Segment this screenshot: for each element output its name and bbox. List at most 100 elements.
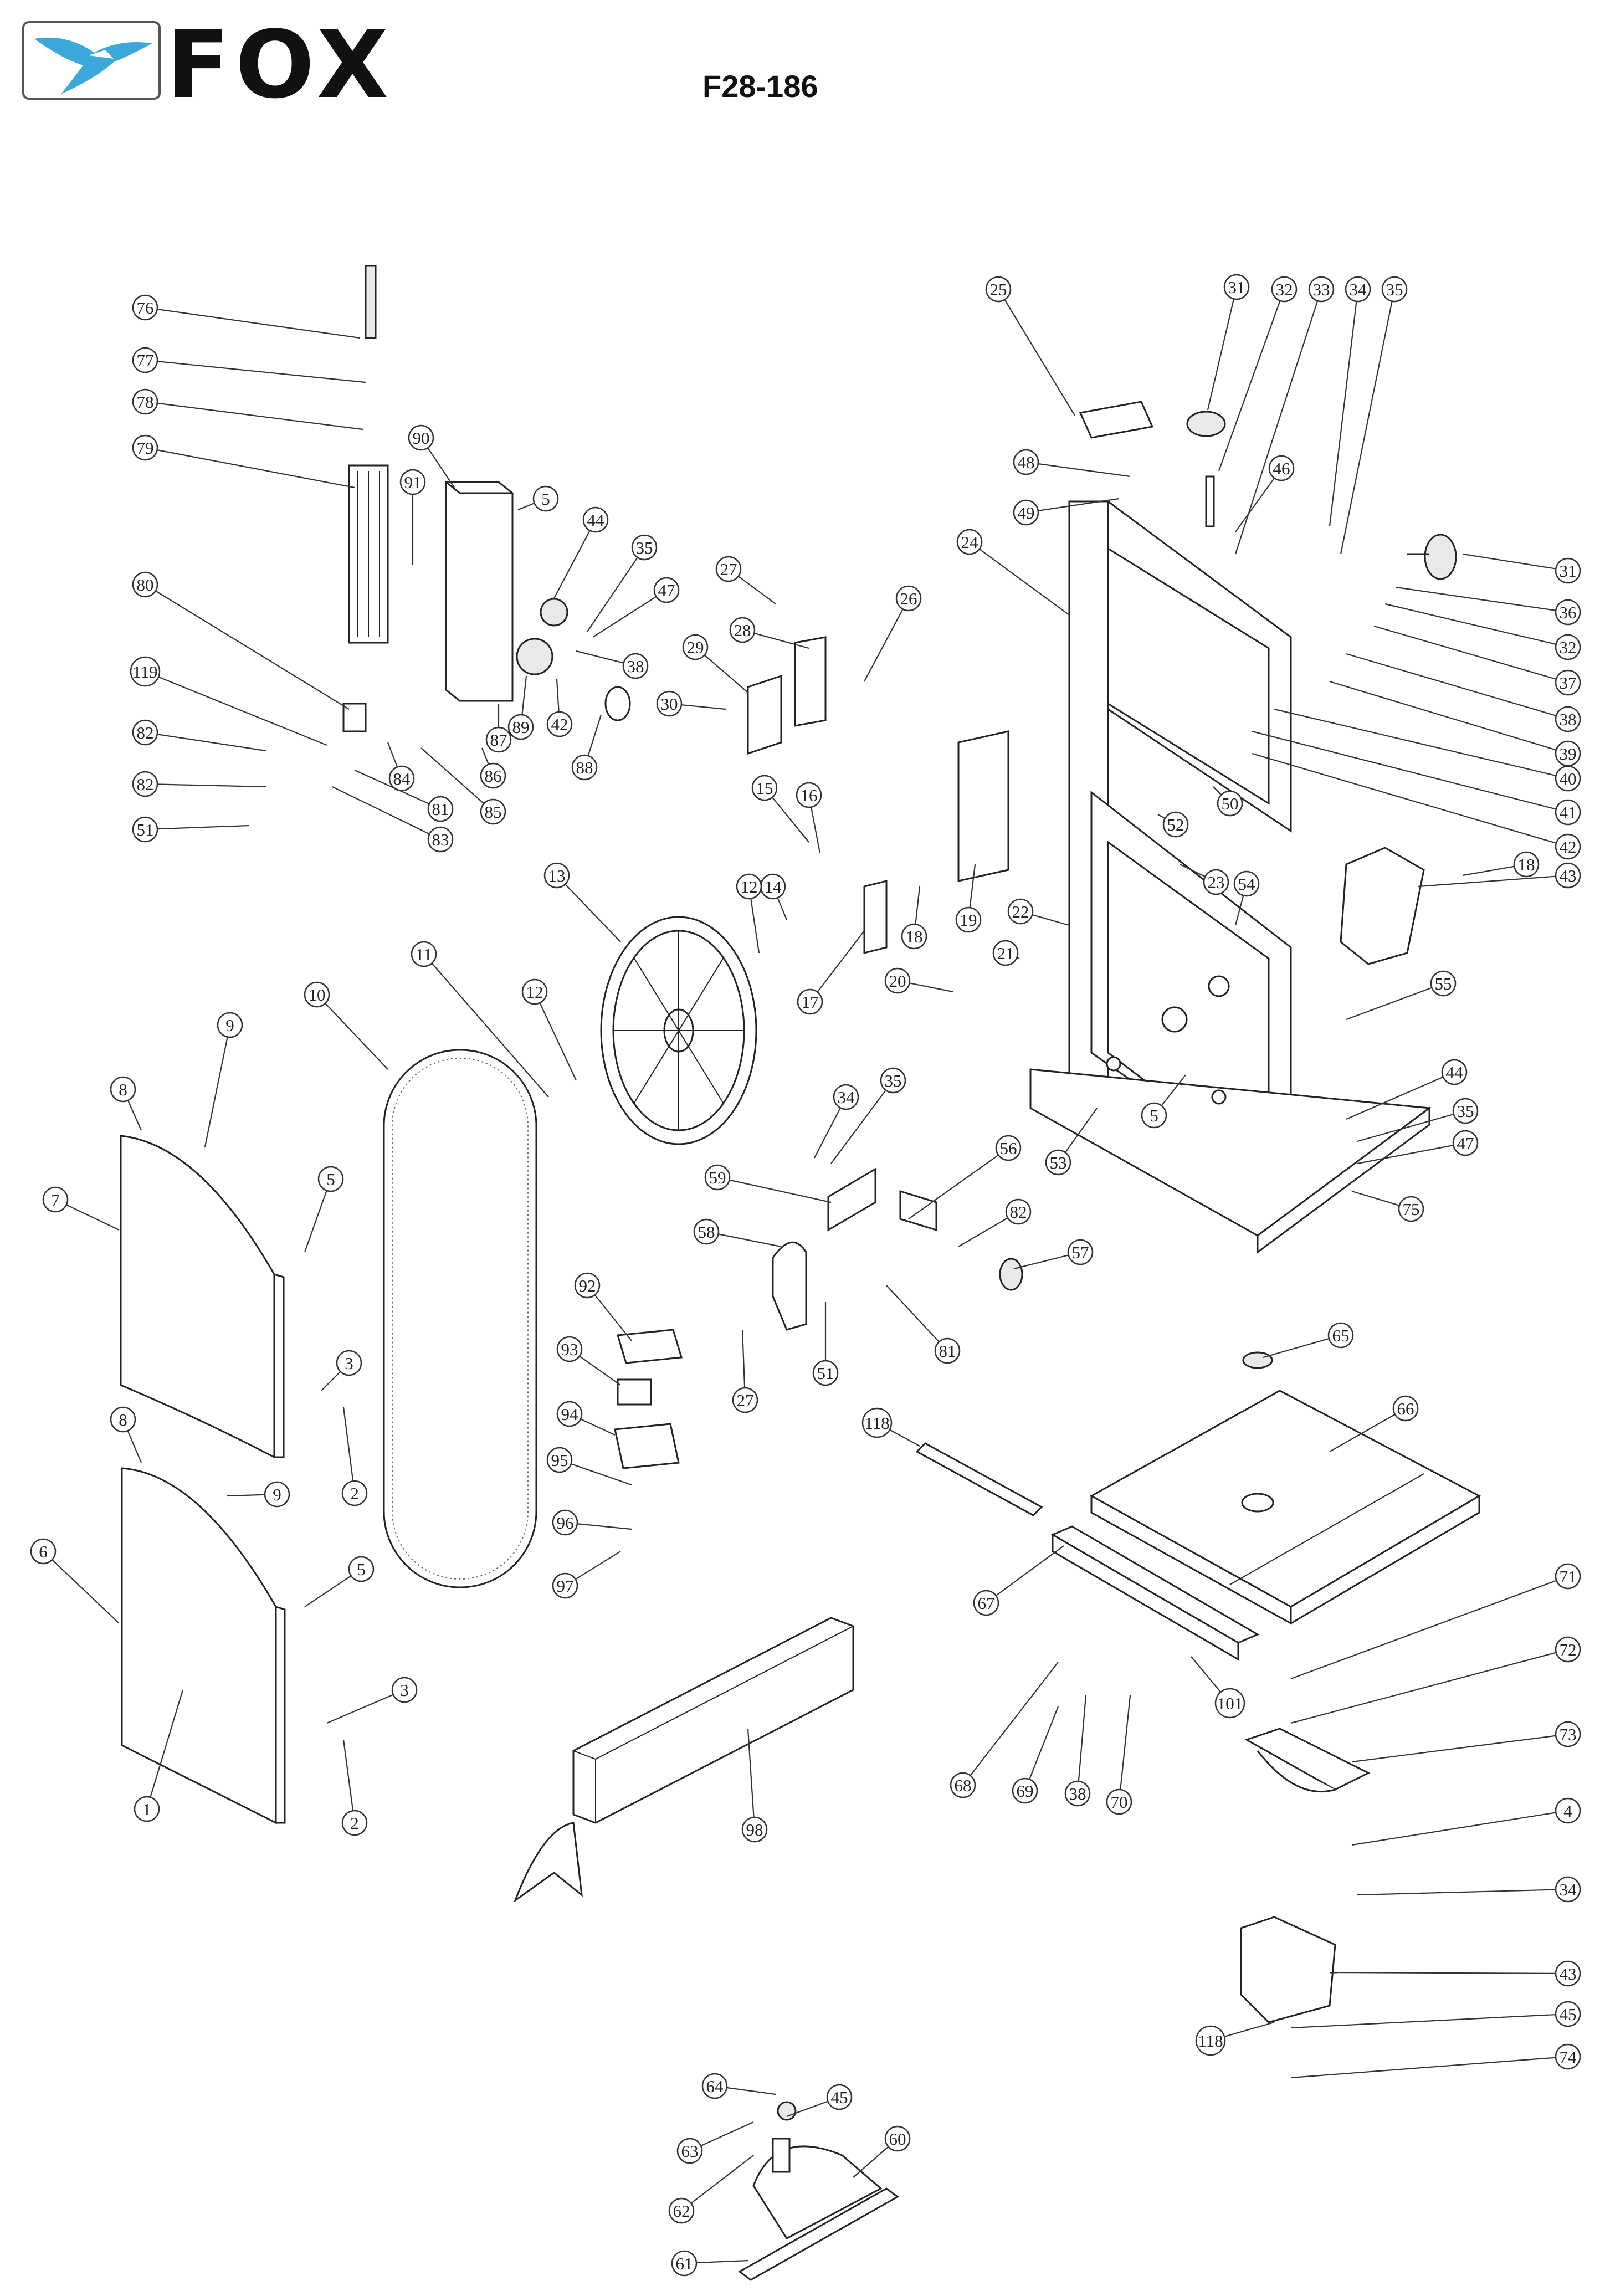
callout-number: 86 xyxy=(485,766,502,786)
callout-number: 41 xyxy=(1560,803,1577,822)
callout-47: 47 xyxy=(592,577,680,638)
callout-5: 5 xyxy=(304,1166,344,1253)
leader-line xyxy=(1263,1334,1341,1359)
callout-circle xyxy=(1555,765,1581,792)
callout-circle xyxy=(1381,276,1408,303)
callout-number: 17 xyxy=(802,992,819,1012)
leader-line xyxy=(1076,1695,1087,1794)
callout-34: 34 xyxy=(814,1084,859,1159)
callout-circle xyxy=(552,1509,578,1536)
callout-number: 19 xyxy=(960,910,977,930)
callout-2: 2 xyxy=(341,1739,368,1836)
callout-87: 87 xyxy=(485,704,512,753)
callout-circle xyxy=(833,1084,859,1110)
callout-number: 34 xyxy=(838,1088,855,1107)
callout-28: 28 xyxy=(729,617,809,649)
callout-18: 18 xyxy=(1462,851,1540,878)
callout-10: 10 xyxy=(304,981,388,1070)
callout-36: 36 xyxy=(1396,586,1581,626)
callout-circle xyxy=(42,1186,69,1213)
callout-number: 42 xyxy=(1560,837,1577,857)
callout-number: 45 xyxy=(1560,2005,1577,2024)
callout-circle xyxy=(217,1012,243,1038)
callout-80: 80 xyxy=(132,571,350,710)
callout-circle xyxy=(1555,599,1581,626)
callout-circle xyxy=(1555,2043,1581,2070)
leader-line xyxy=(342,1407,356,1494)
callout-8: 8 xyxy=(110,1406,142,1463)
callout-number: 18 xyxy=(906,927,923,946)
callout-circle xyxy=(668,2197,695,2224)
callout-92: 92 xyxy=(574,1272,632,1341)
leader-line xyxy=(145,731,266,752)
callout-27: 27 xyxy=(715,556,776,604)
callout-number: 35 xyxy=(1457,1101,1474,1121)
callout-circle xyxy=(1308,276,1335,303)
callout-number: 44 xyxy=(1446,1063,1464,1082)
callout-circle xyxy=(1452,1098,1479,1124)
callout-circle xyxy=(631,534,658,561)
callout-circle xyxy=(546,711,573,737)
callout-number: 30 xyxy=(661,694,678,714)
leader-line xyxy=(316,994,388,1070)
leader-line xyxy=(145,447,355,489)
callout-number: 49 xyxy=(1018,503,1035,522)
callout-24: 24 xyxy=(956,529,1070,616)
callout-number: 68 xyxy=(955,1776,972,1795)
callout-circle xyxy=(826,2084,853,2110)
callout-number: 5 xyxy=(357,1560,366,1579)
callout-circle xyxy=(1217,790,1243,817)
leader-line xyxy=(342,1739,356,1823)
callout-number: 43 xyxy=(1560,866,1577,885)
callout-number: 88 xyxy=(576,758,593,777)
callout-circle xyxy=(507,714,534,740)
callout-circle xyxy=(796,782,822,808)
callout-circle xyxy=(391,1677,418,1703)
callout-38: 38 xyxy=(1346,653,1581,732)
callout-32: 32 xyxy=(1218,276,1298,472)
callout-number: 11 xyxy=(416,945,432,964)
callout-number: 46 xyxy=(1273,459,1290,478)
callout-circle xyxy=(861,1407,893,1438)
leader-line xyxy=(1357,1888,1568,1896)
callout-1: 1 xyxy=(134,1689,184,1822)
callout-circle xyxy=(1013,499,1039,526)
callout-29: 29 xyxy=(682,634,748,693)
callout-circle xyxy=(1007,898,1034,925)
callout-circle xyxy=(532,485,559,512)
callout-circle xyxy=(671,2250,698,2277)
callout-circle xyxy=(1555,669,1581,696)
callout-circle xyxy=(653,577,680,603)
callout-45: 45 xyxy=(1290,2001,1581,2029)
callout-circle xyxy=(751,775,778,801)
callout-circle xyxy=(1555,1797,1581,1824)
callout-circle xyxy=(411,941,437,967)
callout-53: 53 xyxy=(1045,1108,1098,1176)
callout-number: 58 xyxy=(698,1222,715,1242)
leader-line xyxy=(1290,2056,1568,2079)
callout-circle xyxy=(1555,634,1581,660)
callout-circle xyxy=(317,1166,344,1192)
callout-43: 43 xyxy=(1418,862,1581,889)
callout-30: 30 xyxy=(656,690,726,717)
callout-31: 31 xyxy=(1207,274,1250,411)
callout-circle xyxy=(895,585,922,612)
callout-number: 119 xyxy=(132,662,157,681)
callout-17: 17 xyxy=(797,930,865,1015)
callout-circle xyxy=(1555,833,1581,860)
callout-circle xyxy=(1555,2001,1581,2027)
fox-logo-icon xyxy=(22,21,161,100)
callout-35: 35 xyxy=(1340,276,1408,555)
callout-60: 60 xyxy=(853,2125,911,2178)
callout-circle xyxy=(132,347,158,373)
callout-number: 63 xyxy=(681,2141,699,2161)
callout-number: 64 xyxy=(706,2077,724,2096)
callout-number: 89 xyxy=(512,718,530,737)
brand-wordmark: FOX xyxy=(166,11,394,119)
callout-number: 27 xyxy=(737,1391,754,1410)
callout-number: 29 xyxy=(687,638,704,657)
callout-circle xyxy=(884,967,911,994)
callout-circle xyxy=(682,634,709,660)
callout-14: 14 xyxy=(760,873,788,920)
